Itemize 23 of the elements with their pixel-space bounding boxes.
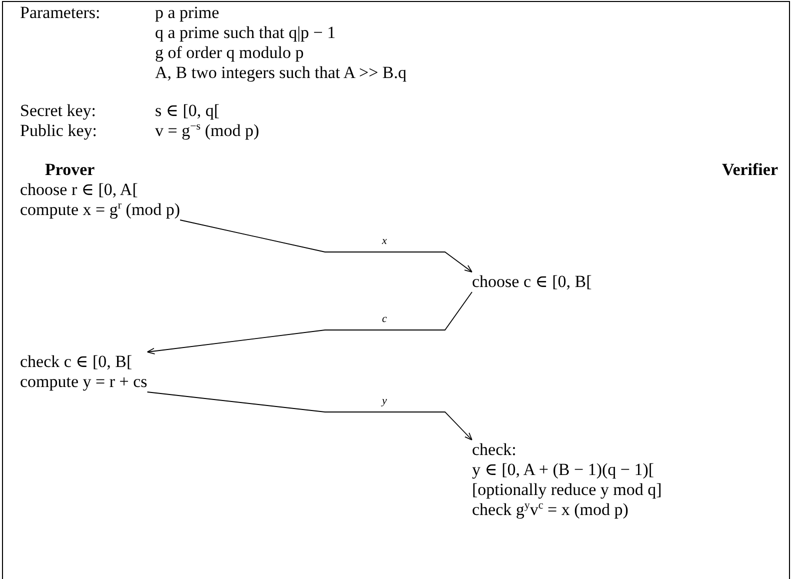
- parameter-text: g of order q modulo p: [155, 43, 304, 63]
- parameter-text: Secret key:: [20, 101, 96, 121]
- parameter-text: s ∈ [0, q[: [155, 101, 220, 121]
- protocol-step: check g$^{y}$v$^{c}$ = x (mod p): [472, 500, 662, 520]
- column-heading: Prover: [45, 160, 95, 180]
- protocol-step: choose r ∈ [0, A[: [20, 180, 180, 200]
- parameter-text: v = g$^{−s}$ (mod p): [155, 121, 260, 141]
- protocol-step: y ∈ [0, A + (B − 1)(q − 1)[: [472, 460, 662, 480]
- parameter-text: A, B two integers such that A >> B.q: [155, 63, 406, 83]
- arrow: [146, 292, 472, 354]
- parameter-text: Parameters:: [20, 3, 100, 23]
- parameter-text: Public key:: [20, 121, 97, 141]
- arrow: [146, 392, 472, 440]
- protocol-step: [optionally reduce y mod q]: [472, 480, 662, 500]
- column-heading: Verifier: [722, 160, 778, 180]
- protocol-step: check:: [472, 440, 662, 460]
- parameter-text: q a prime such that q|p − 1: [155, 23, 336, 43]
- arrow: [180, 220, 472, 272]
- protocol-step: choose c ∈ [0, B[: [472, 272, 592, 292]
- parameter-text: p a prime: [155, 3, 220, 23]
- protocol-step: compute x = g$^{r}$ (mod p): [20, 200, 180, 220]
- protocol-step: check c ∈ [0, B[: [20, 352, 148, 372]
- protocol-step: compute y = r + cs: [20, 372, 148, 392]
